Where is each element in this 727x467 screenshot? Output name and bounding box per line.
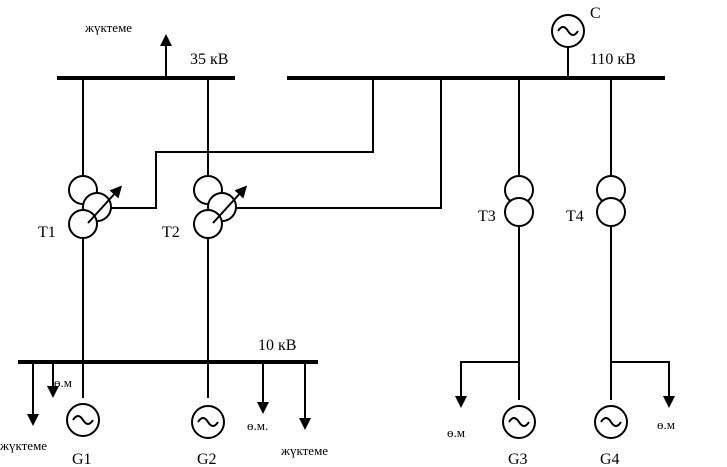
transformer-t4-label: T4 <box>566 208 584 225</box>
generator-g4-symbol <box>594 405 628 439</box>
transformer-t1-symbol <box>68 175 123 239</box>
bus-35kv-label: 35 кВ <box>190 51 228 68</box>
generator-g3-symbol <box>502 405 536 439</box>
transformer-t4-symbol <box>596 175 626 227</box>
source-c-label: C <box>590 5 601 22</box>
generator-g4-label: G4 <box>600 451 620 467</box>
own-needs-1-label: ө.м <box>54 375 72 390</box>
generator-g3-label: G3 <box>508 451 528 467</box>
load-right-label: жүктеме <box>280 443 328 458</box>
transformer-t1-label: T1 <box>38 224 56 241</box>
generator-g1-symbol <box>66 403 100 437</box>
bus-10kv-label: 10 кВ <box>258 337 296 354</box>
transformer-t3-label: T3 <box>478 208 496 225</box>
load-top-label: жүктеме <box>84 20 132 35</box>
generator-g1-label: G1 <box>72 451 92 467</box>
own-needs-2-label: ө.м. <box>247 418 268 433</box>
generator-g2-symbol <box>191 405 225 439</box>
transformer-t2-label: T2 <box>162 224 180 241</box>
bus-110kv-label: 110 кВ <box>590 51 636 68</box>
generator-g2-label: G2 <box>197 451 217 467</box>
transformer-t2-symbol <box>193 175 248 239</box>
load-left-label: жүктеме <box>0 438 47 453</box>
transformer-t3-symbol <box>504 175 534 227</box>
own-needs-t3-label: ө.м <box>447 425 465 440</box>
own-needs-t4-label: ө.м <box>657 417 675 432</box>
source-c-symbol <box>551 14 585 48</box>
